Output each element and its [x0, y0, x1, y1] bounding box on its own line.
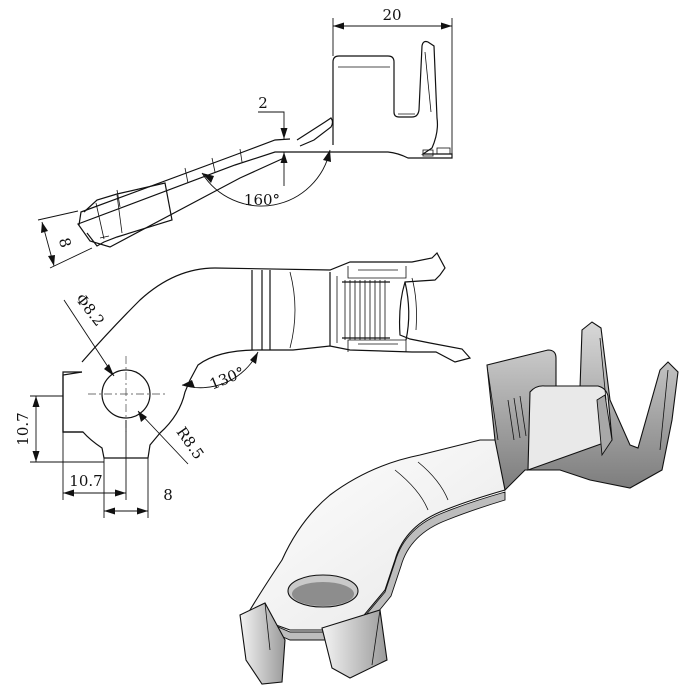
dim-side-height: 8	[55, 236, 75, 250]
dim-tab-width: 8	[163, 486, 173, 504]
dim-width-top: 20	[382, 6, 401, 24]
ring-hole	[101, 369, 151, 419]
dim-ring-height: 10.7	[14, 412, 32, 445]
isometric-view	[239, 321, 679, 685]
dim-ring-radius: R8.5	[173, 424, 208, 463]
dim-thickness: 2	[258, 94, 268, 112]
top-view: Φ8.2 130° R8.5 10.7 10.7 8	[14, 252, 472, 518]
side-view: 20 2 160° 8	[37, 6, 453, 269]
barrel-serrations	[342, 280, 390, 340]
dim-hole-diameter: Φ8.2	[72, 290, 108, 330]
dim-crimp-angle: 130°	[207, 363, 247, 393]
dim-bend-angle: 160°	[244, 191, 280, 209]
dim-ring-width: 10.7	[69, 472, 102, 490]
